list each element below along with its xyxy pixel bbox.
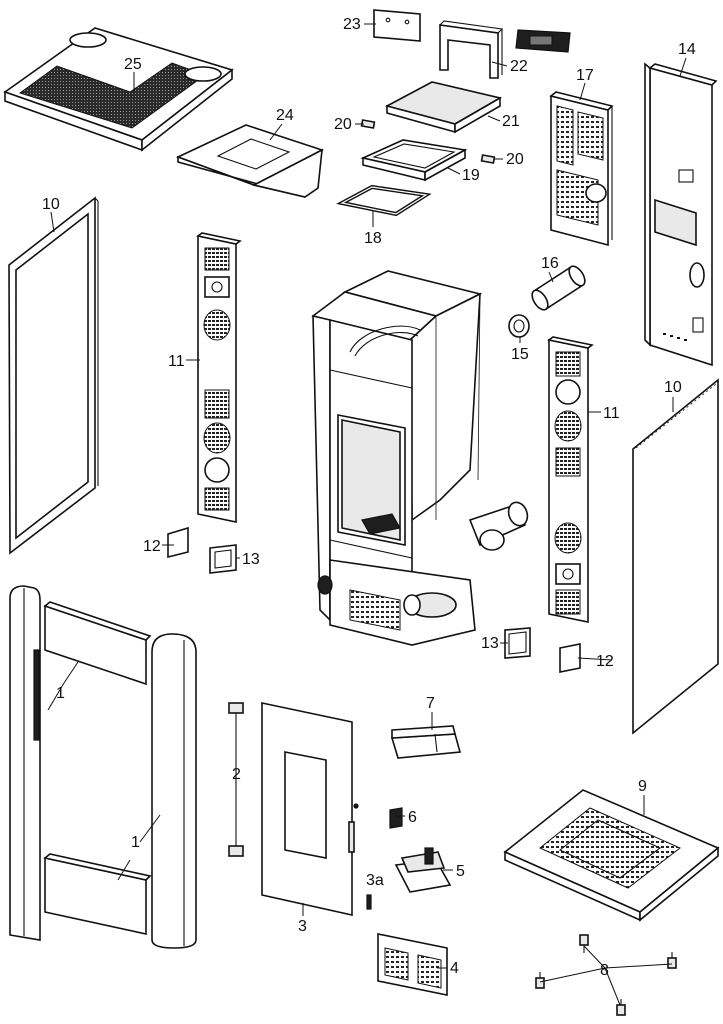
cladding-left-column-part	[9, 585, 41, 941]
door-screw-part	[366, 894, 372, 910]
side-panel-right-part	[632, 378, 719, 735]
screw-left-part	[360, 119, 376, 129]
base-plate-part	[503, 789, 720, 922]
clip-part	[389, 807, 403, 829]
frame-plate-right-part	[504, 627, 531, 659]
label-11-left: 11	[168, 353, 185, 370]
label-7: 7	[426, 695, 435, 712]
frame-plate-left-part	[209, 544, 237, 574]
adjustable-foot-2	[667, 952, 677, 969]
label-12-right: 12	[596, 653, 614, 670]
label-1-upper: 1	[56, 685, 65, 702]
small-plate-left-part	[167, 526, 189, 559]
top-plate-part	[175, 124, 325, 198]
panel-plate-part	[384, 81, 503, 134]
gasket-part	[336, 184, 432, 217]
screw-right-part	[480, 154, 496, 164]
label-6: 6	[408, 809, 417, 826]
label-19: 19	[462, 167, 480, 184]
top-cover-part	[3, 27, 234, 152]
control-panel-part	[515, 29, 571, 53]
label-22: 22	[510, 58, 528, 75]
label-23: 23	[343, 16, 361, 33]
adjustable-foot-4	[616, 999, 626, 1016]
adjustable-foot-3	[535, 972, 545, 989]
label-14: 14	[678, 41, 696, 58]
cladding-upper-panel-part	[43, 601, 152, 686]
small-plate-right-part	[559, 643, 581, 673]
label-1-lower: 1	[131, 834, 140, 851]
label-24: 24	[276, 107, 294, 124]
label-2: 2	[232, 766, 241, 783]
label-17: 17	[576, 67, 594, 84]
label-16: 16	[541, 255, 559, 272]
label-18: 18	[364, 230, 382, 247]
tall-back-panel-part	[644, 62, 718, 367]
leader-lines	[47, 23, 687, 1006]
deflector-part	[390, 725, 462, 759]
label-12-left: 12	[143, 538, 161, 555]
label-10-left: 10	[42, 196, 60, 213]
label-5: 5	[456, 863, 465, 880]
ash-pan-part	[394, 847, 452, 893]
part-labels: 25 24 23 22 21 20 20 19 18 17 16 15 14 1…	[42, 16, 696, 979]
label-3a: 3a	[366, 872, 384, 889]
label-4: 4	[450, 960, 459, 977]
label-13-right: 13	[481, 635, 499, 652]
label-3: 3	[298, 918, 307, 935]
label-21: 21	[502, 113, 520, 130]
pipe-part	[531, 265, 586, 311]
hinge-set-part	[228, 702, 244, 857]
label-20-right: 20	[506, 151, 524, 168]
label-13-left: 13	[242, 551, 260, 568]
ring-collar-part	[508, 314, 530, 338]
label-20-left: 20	[334, 116, 352, 133]
side-frame-left-part	[8, 196, 99, 555]
adjustable-foot-1	[579, 934, 589, 953]
label-15: 15	[511, 346, 529, 363]
lower-grille-panel-part	[377, 933, 448, 996]
cladding-right-column-part	[151, 633, 197, 949]
vent-strip-left-part	[196, 232, 242, 523]
vent-strip-right-part	[547, 336, 594, 623]
bracket-frame-part	[438, 20, 504, 79]
small-cover-plate-part	[373, 9, 421, 42]
label-11-right: 11	[603, 405, 620, 422]
cladding-lower-panel-part	[43, 853, 152, 935]
label-10-right: 10	[664, 379, 682, 396]
stove-body-frame	[311, 270, 529, 646]
label-9: 9	[638, 778, 647, 795]
rear-grille-panel-part	[549, 91, 614, 247]
tray-frame-part	[360, 139, 468, 182]
door-part	[261, 702, 359, 916]
label-8: 8	[600, 962, 609, 979]
label-25: 25	[124, 56, 142, 73]
